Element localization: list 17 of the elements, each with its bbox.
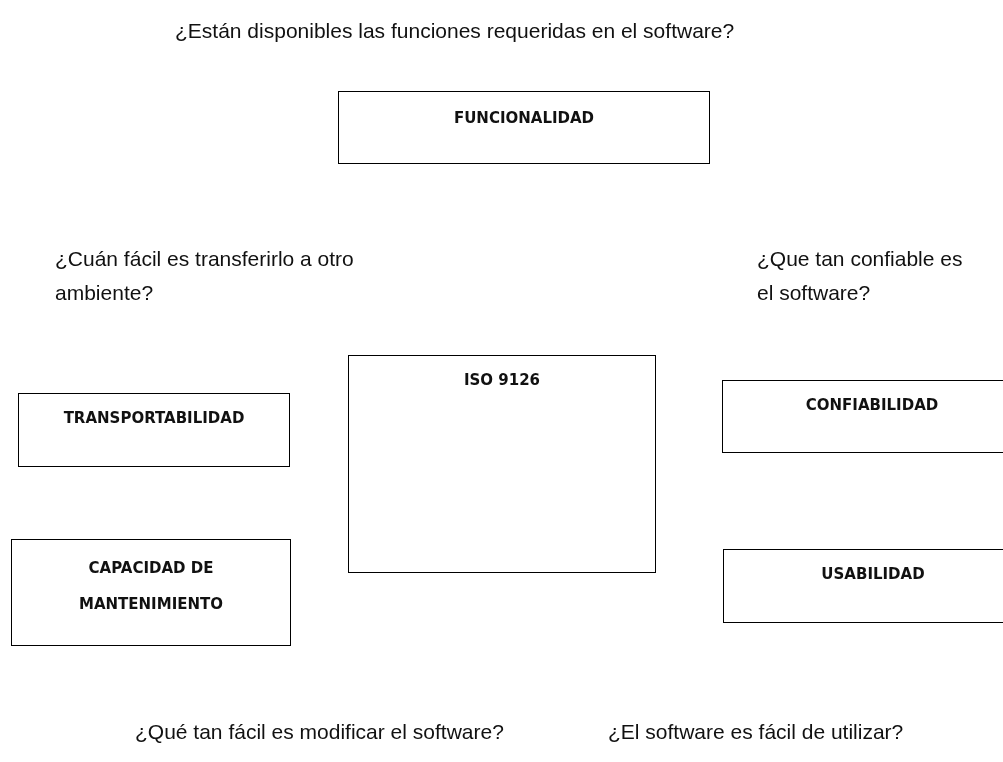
question-text: ¿Cuán fácil es transferirlo a otro ambiente?: [55, 246, 355, 306]
category-box: [723, 549, 1003, 623]
category-box: [11, 539, 291, 646]
category-label: FUNCIONALIDAD: [453, 108, 595, 129]
question-text: ¿El software es fácil de utilizar?: [608, 719, 905, 745]
question-text: ¿Que tan confiable es el software?: [757, 246, 964, 306]
question-text: ¿Están disponibles las funciones requeridas en el software?: [175, 18, 736, 44]
category-box: [18, 393, 290, 467]
category-box: [348, 355, 656, 573]
category-box: [338, 91, 710, 164]
category-label: TRANSPORTABILIDAD: [63, 408, 245, 429]
category-label: CONFIABILIDAD: [805, 395, 939, 416]
category-label: ISO 9126: [463, 370, 541, 391]
category-box: [722, 380, 1003, 453]
category-label: CAPACIDAD DE MANTENIMIENTO: [78, 558, 224, 615]
question-text: ¿Qué tan fácil es modificar el software?: [135, 719, 505, 745]
category-label: USABILIDAD: [821, 564, 925, 585]
